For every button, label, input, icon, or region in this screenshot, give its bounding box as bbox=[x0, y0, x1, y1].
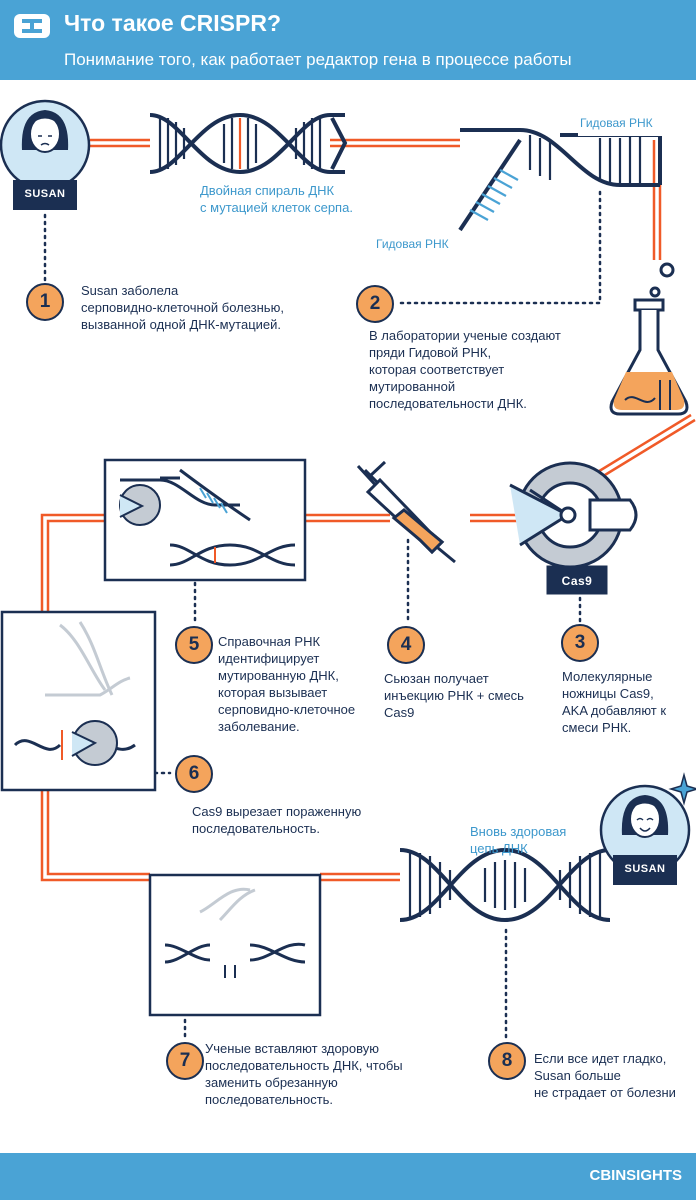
step-number-6: 6 bbox=[175, 755, 213, 793]
step-5-text: Справочная РНК идентифицирует мутированн… bbox=[218, 634, 356, 734]
cb-logo-icon bbox=[14, 14, 50, 38]
step-number-7: 7 bbox=[166, 1042, 204, 1080]
box-step6 bbox=[0, 610, 157, 792]
page-subtitle: Понимание того, как работает редактор ге… bbox=[64, 50, 572, 69]
step-8-text: Если все идет гладко, Susan больше не ст… bbox=[534, 1051, 676, 1100]
step-3-text: Молекулярные ножницы Cas9, AKA добавляют… bbox=[562, 669, 667, 735]
label-healthy-dna-2: цепь ДНК bbox=[470, 841, 528, 856]
dotted-leaders bbox=[43, 190, 602, 1042]
susan-badge-healthy: SUSAN bbox=[624, 863, 666, 875]
cas9-badge: Cas9 bbox=[561, 574, 593, 588]
process-path bbox=[40, 138, 696, 882]
susan-avatar-healthy bbox=[599, 772, 696, 885]
step-number-5: 5 bbox=[175, 626, 213, 664]
guide-rna-dna bbox=[458, 112, 674, 232]
susan-avatar-sick bbox=[0, 99, 91, 210]
step-2-text: В лаборатории ученые создают пряди Гидов… bbox=[369, 328, 561, 411]
dna-healthy-helix bbox=[399, 847, 611, 923]
flask-icon bbox=[609, 262, 689, 416]
dna-mutation-helix bbox=[149, 112, 348, 175]
label-dna-mutation-2: с мутацией клеток серпа. bbox=[200, 200, 353, 215]
step-number-3: 3 bbox=[561, 624, 599, 662]
step-number-8: 8 bbox=[488, 1042, 526, 1080]
step-7-text: Ученые вставляют здоровую последовательн… bbox=[205, 1041, 403, 1107]
page-title: Что такое CRISPR? bbox=[64, 10, 282, 36]
syringe-icon bbox=[356, 460, 456, 564]
step-number-4: 4 bbox=[387, 626, 425, 664]
label-healthy-dna-1: Вновь здоровая bbox=[470, 824, 567, 839]
label-guide-rna-bottom: Гидовая РНК bbox=[376, 237, 449, 251]
label-dna-mutation-1: Двойная спираль ДНК bbox=[200, 183, 335, 198]
cas9-scissors-icon bbox=[509, 461, 638, 595]
step-6-text: Cas9 вырезает пораженную последовательно… bbox=[192, 804, 362, 836]
footer-bar: CBINSIGHTS bbox=[0, 1153, 696, 1200]
label-guide-rna-top: Гидовая РНК bbox=[580, 116, 653, 130]
step-4-text: Сьюзан получает инъекцию РНК + смесь Cas… bbox=[384, 671, 524, 720]
box-step5 bbox=[103, 458, 307, 582]
footer-brand: CBINSIGHTS bbox=[589, 1167, 682, 1184]
step-number-2: 2 bbox=[356, 285, 394, 323]
box-step7 bbox=[148, 873, 322, 1017]
step-number-1: 1 bbox=[26, 283, 64, 321]
step-1-text: Susan заболела серповидно-клеточной боле… bbox=[81, 283, 284, 332]
header-bar: Что такое CRISPR? Понимание того, как ра… bbox=[0, 0, 696, 80]
susan-badge-sick: SUSAN bbox=[24, 188, 66, 200]
